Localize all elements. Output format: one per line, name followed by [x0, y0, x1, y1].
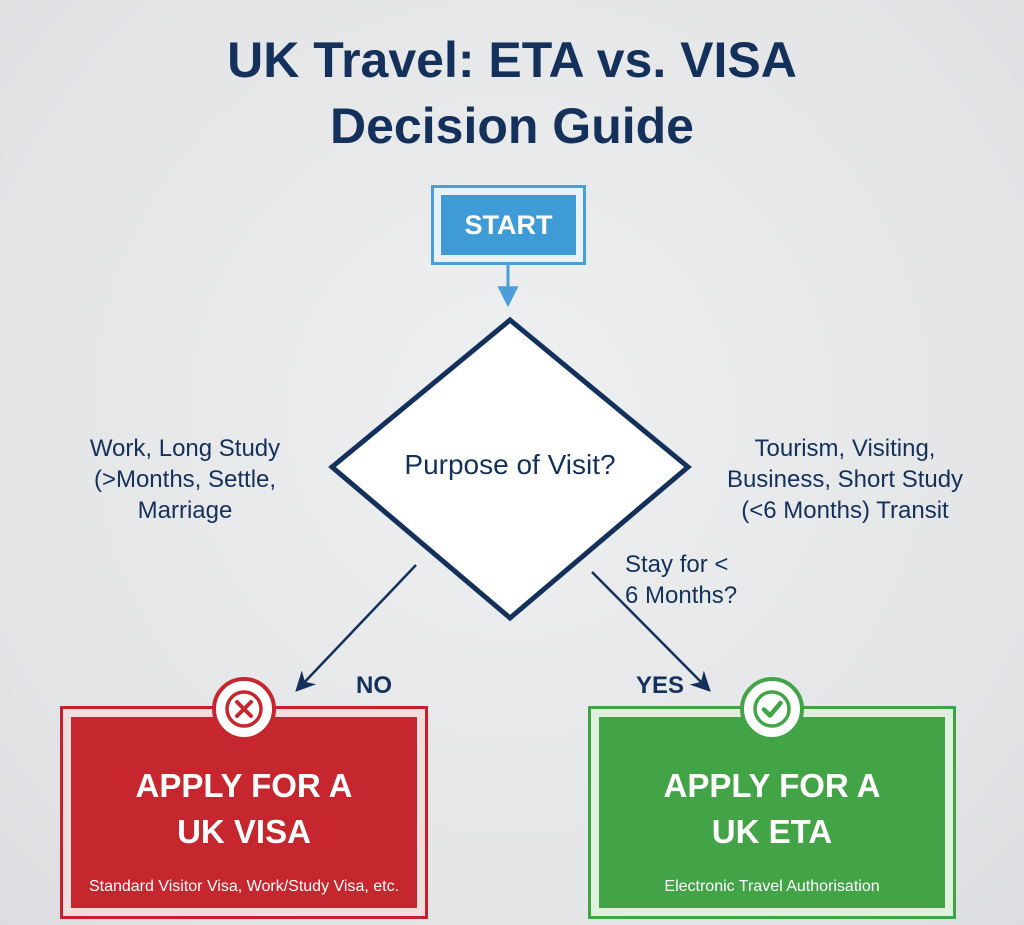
decision-label: Purpose of Visit? — [404, 449, 616, 480]
visa-criteria-line: Work, Long Study — [89, 435, 281, 462]
no-branch-arrow — [295, 564, 417, 692]
eta-criteria-line: Tourism, Visiting, — [754, 435, 936, 462]
check-icon — [740, 677, 804, 741]
eta-outcome-title: APPLY FOR A UK ETA — [599, 763, 945, 855]
eta-title-line-2: UK ETA — [711, 813, 833, 850]
stay-question-line: Stay for < — [625, 551, 729, 578]
stay-question-line: 6 Months? — [625, 582, 738, 609]
visa-criteria-line: (>Months, Settle, — [93, 466, 277, 493]
visa-outcome-subtitle: Standard Visitor Visa, Work/Study Visa, … — [88, 878, 400, 895]
visa-criteria-line: Marriage — [137, 497, 233, 524]
visa-outcome-box: APPLY FOR A UK VISA Standard Visitor Vis… — [60, 706, 428, 919]
page-title-line-2: Decision Guide — [330, 98, 694, 154]
start-node: START — [431, 185, 586, 265]
eta-criteria-line: Business, Short Study — [726, 466, 964, 493]
eta-title-line-1: APPLY FOR A — [663, 767, 881, 804]
check-icon-graphic — [753, 690, 791, 728]
start-label: START — [441, 195, 576, 255]
visa-outcome-panel: APPLY FOR A UK VISA Standard Visitor Vis… — [71, 717, 417, 908]
eta-outcome-subtitle: Electronic Travel Authorisation — [664, 878, 880, 895]
cross-icon — [212, 677, 276, 741]
cross-icon-graphic — [225, 690, 263, 728]
yes-branch-label: YES — [636, 672, 685, 699]
stay-duration-question: Stay for < 6 Months? — [625, 549, 825, 611]
eta-outcome-panel: APPLY FOR A UK ETA Electronic Travel Aut… — [599, 717, 945, 908]
eta-criteria-line: (<6 Months) Transit — [741, 497, 949, 524]
eta-criteria-text: Tourism, Visiting, Business, Short Study… — [700, 433, 990, 526]
visa-title-line-2: UK VISA — [177, 813, 311, 850]
visa-title-line-1: APPLY FOR A — [135, 767, 353, 804]
visa-outcome-title: APPLY FOR A UK VISA — [71, 763, 417, 855]
decision-diamond — [328, 316, 692, 622]
yes-branch-arrow — [591, 571, 711, 692]
visa-criteria-text: Work, Long Study (>Months, Settle, Marri… — [60, 433, 310, 526]
no-branch-label: NO — [356, 672, 392, 699]
eta-outcome-box: APPLY FOR A UK ETA Electronic Travel Aut… — [588, 706, 956, 919]
page-title-line-1: UK Travel: ETA vs. VISA — [227, 32, 797, 88]
